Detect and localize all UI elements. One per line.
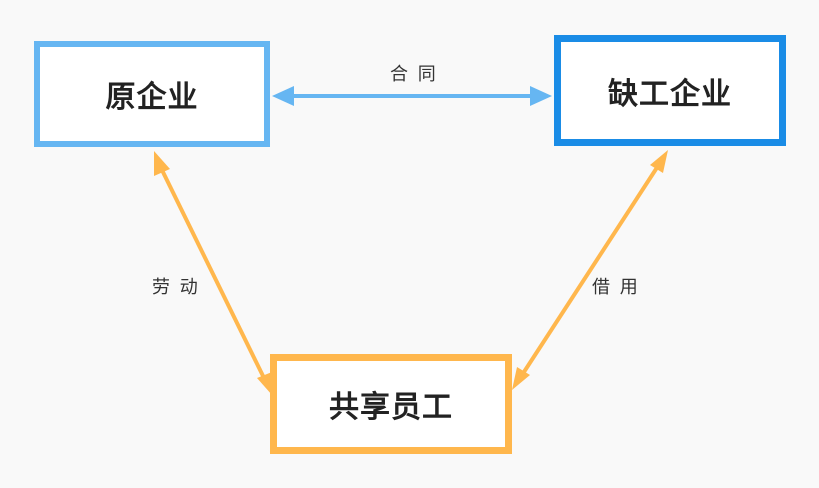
short-staffed-company-label: 缺工企业 bbox=[608, 76, 732, 112]
labor-label: 劳 动 bbox=[152, 277, 200, 298]
contract-arrow bbox=[272, 86, 552, 106]
shared-employee-node: 共享员工 bbox=[270, 354, 512, 454]
labor-arrow bbox=[154, 151, 272, 395]
short-staffed-company-node: 缺工企业 bbox=[554, 35, 786, 146]
contract-label: 合 同 bbox=[390, 64, 438, 85]
shared-employee-label: 共享员工 bbox=[329, 390, 453, 425]
borrow-arrow bbox=[512, 150, 668, 390]
borrow-label: 借 用 bbox=[592, 277, 640, 298]
original-company-label: 原企业 bbox=[105, 80, 199, 115]
original-company-node: 原企业 bbox=[34, 41, 270, 147]
